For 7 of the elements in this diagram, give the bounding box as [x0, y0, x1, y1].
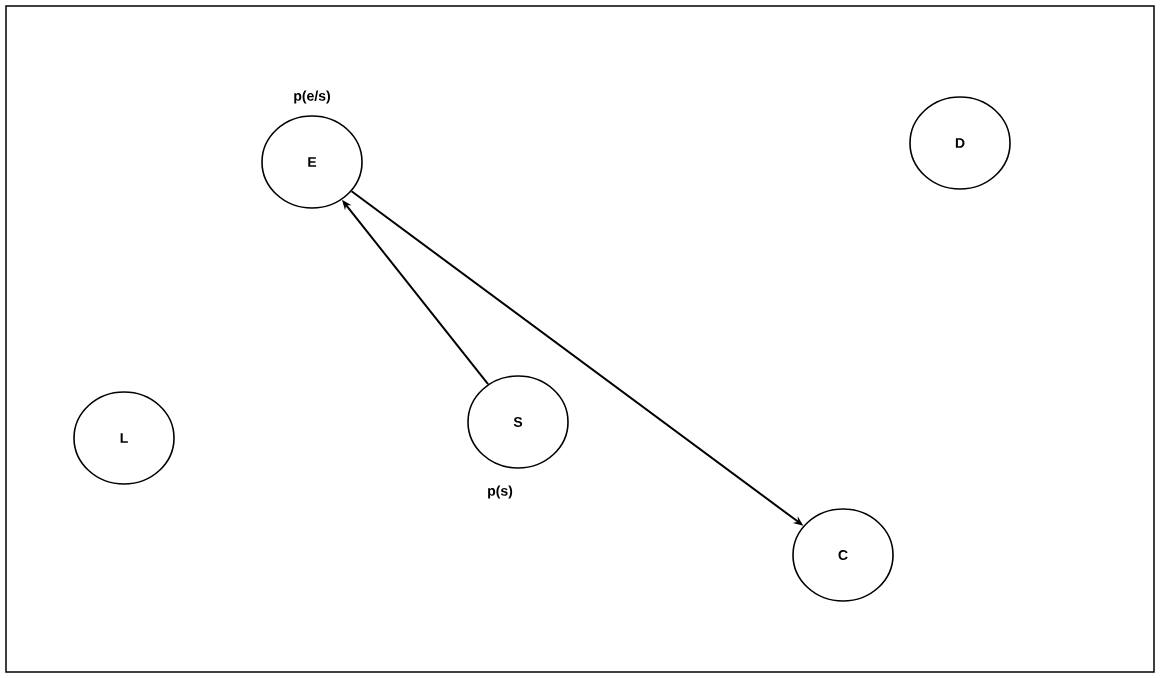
node-caption: p(e/s) — [294, 90, 330, 104]
circle-node: D — [909, 96, 1011, 190]
node-caption: p(s) — [488, 485, 513, 499]
circle-node: S — [467, 375, 569, 469]
circle-node: C — [792, 508, 894, 602]
circle-node: E — [261, 115, 363, 209]
circle-node: L — [73, 391, 175, 485]
